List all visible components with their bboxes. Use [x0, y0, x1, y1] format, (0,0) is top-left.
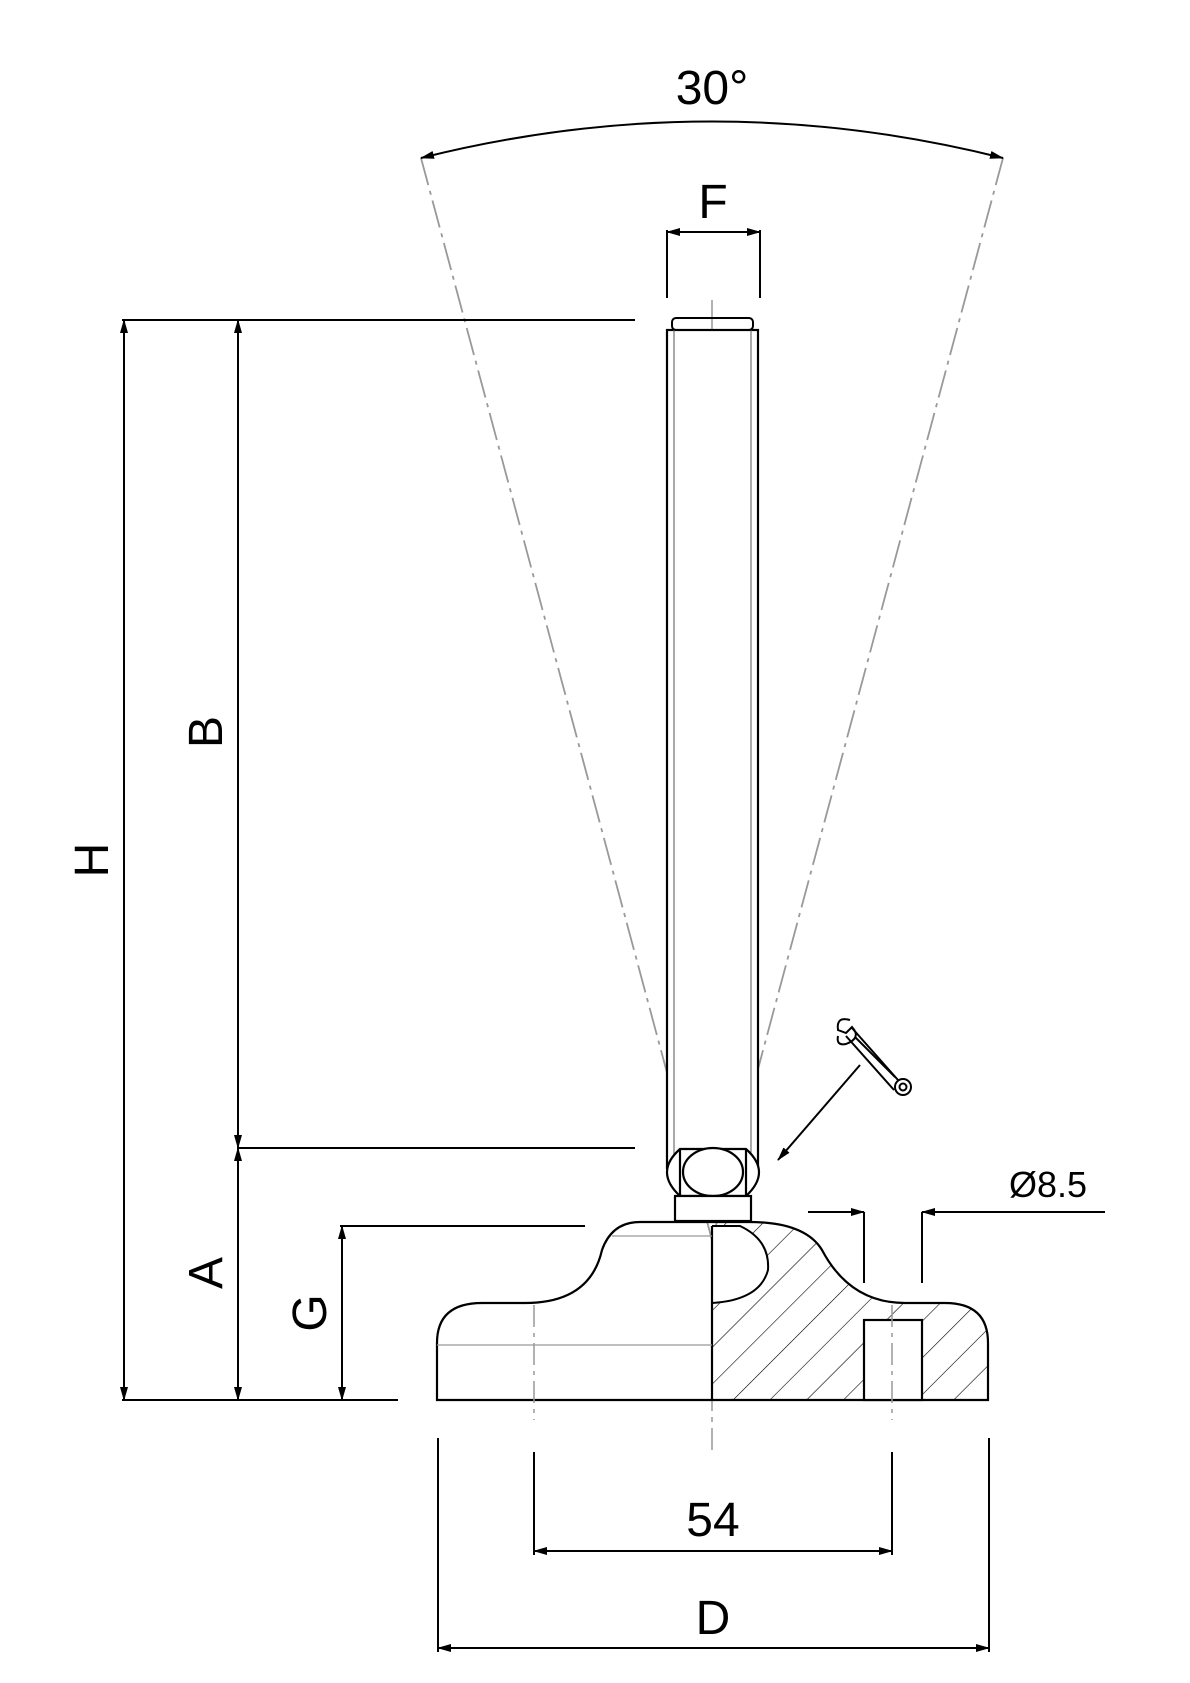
base-diameter-label: D	[696, 1592, 731, 1645]
base-outline	[435, 1220, 990, 1402]
threaded-stem	[665, 317, 760, 1170]
swivel-cone	[420, 157, 1004, 1241]
mounting-hole	[862, 1318, 924, 1402]
extension-lines	[122, 319, 635, 1401]
base-height-label: A	[180, 1257, 233, 1289]
wrench-icon	[836, 1018, 912, 1096]
total-height-label: H	[66, 843, 119, 878]
hole-spacing-dimension	[533, 1452, 893, 1555]
wrench-leader	[777, 1064, 861, 1161]
hole-spacing-label: 54	[686, 1494, 739, 1547]
angle-dimension-arc	[420, 120, 1004, 159]
hole-diameter-label: Ø8.5	[1009, 1164, 1087, 1205]
hex-nut	[665, 1146, 761, 1223]
angle-label: 30°	[676, 62, 749, 115]
stem-length-label: B	[180, 716, 233, 748]
base-diameter-dimension	[437, 1438, 990, 1652]
pad-height-label: G	[284, 1294, 337, 1331]
thread-label: F	[698, 176, 727, 229]
thread-dimension	[666, 228, 761, 298]
hole-diameter-dimension	[808, 1208, 1105, 1283]
ball-cavity	[711, 1225, 770, 1304]
base-section-hatch	[712, 1222, 988, 1400]
hole-centerlines	[533, 1305, 893, 1420]
